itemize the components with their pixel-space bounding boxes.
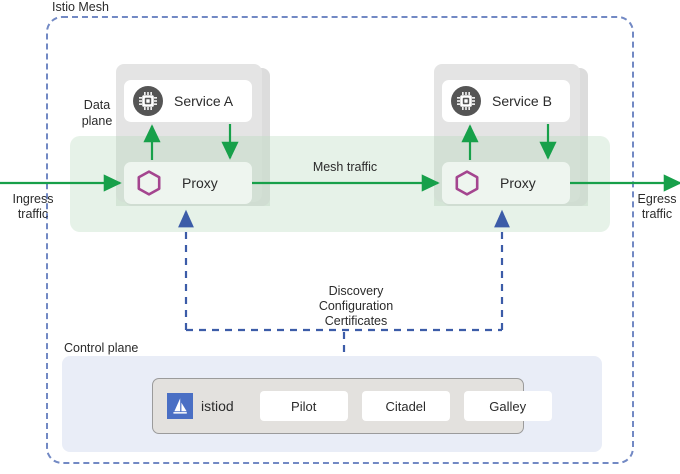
config-payload-label: Discovery Configuration Certificates (286, 284, 426, 329)
component-citadel[interactable]: Citadel (361, 391, 450, 421)
config-payload-line1: Discovery (328, 284, 384, 298)
proxy-a-box[interactable]: Proxy (124, 162, 252, 204)
proxy-b-label: Proxy (500, 175, 536, 191)
egress-label-line1: Egress (637, 192, 677, 206)
component-pilot[interactable]: Pilot (259, 391, 348, 421)
component-galley[interactable]: Galley (463, 391, 552, 421)
istio-mesh-boundary (46, 16, 634, 464)
config-payload-line3: Certificates (324, 314, 388, 328)
cpu-chip-icon (451, 86, 481, 116)
ingress-traffic-label: Ingress traffic (2, 192, 64, 222)
data-plane-label-line2: plane (81, 114, 113, 128)
istio-mesh-label: Istio Mesh (48, 0, 113, 14)
egress-traffic-label: Egress traffic (634, 192, 680, 222)
cpu-chip-icon (133, 86, 163, 116)
hexagon-icon (137, 170, 161, 196)
control-plane-label: Control plane (64, 341, 139, 355)
data-plane-label-line1: Data (83, 98, 111, 112)
service-b-box[interactable]: Service B (442, 80, 570, 122)
service-a-box[interactable]: Service A (124, 80, 252, 122)
proxy-a-label: Proxy (182, 175, 218, 191)
component-citadel-label: Citadel (385, 398, 426, 414)
mesh-traffic-label: Mesh traffic (312, 160, 378, 174)
data-plane-label: Data plane (62, 97, 132, 129)
component-galley-label: Galley (489, 398, 527, 414)
service-a-label: Service A (174, 93, 234, 109)
service-b-label: Service B (492, 93, 552, 109)
ingress-label-line1: Ingress (12, 192, 54, 206)
egress-label-line2: traffic (641, 207, 673, 221)
istiod-label: istiod (201, 398, 234, 414)
ingress-label-line2: traffic (17, 207, 49, 221)
istiod-container[interactable]: istiod Pilot Citadel Galley (152, 378, 552, 434)
istiod-components: Pilot Citadel Galley (246, 391, 552, 421)
istio-sailboat-icon (167, 393, 193, 419)
hexagon-icon (455, 170, 479, 196)
config-payload-line2: Configuration (318, 299, 394, 313)
proxy-b-box[interactable]: Proxy (442, 162, 570, 204)
component-pilot-label: Pilot (291, 398, 317, 414)
